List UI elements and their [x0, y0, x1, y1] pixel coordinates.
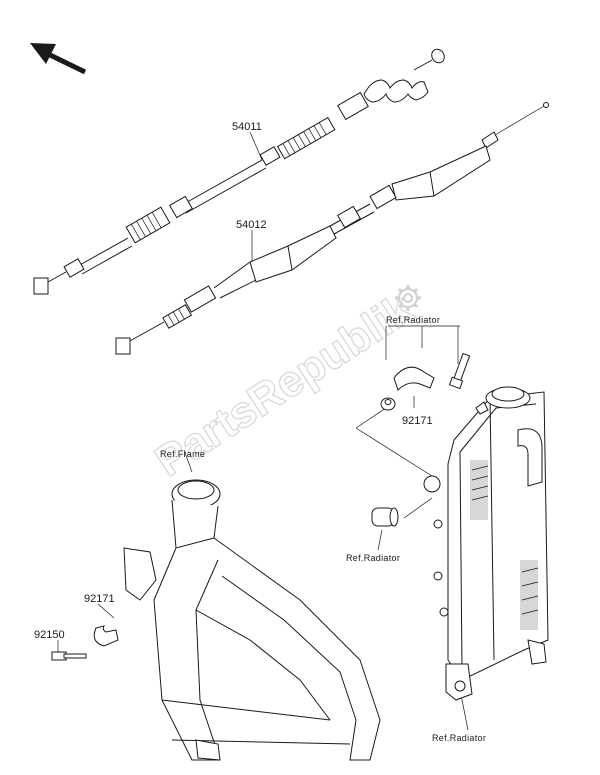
- leader-lines: [57, 131, 469, 731]
- gear-icon: [395, 285, 421, 311]
- grommet: [371, 507, 399, 527]
- part-number-54012: 54012: [236, 219, 267, 231]
- clamp-92171-right: [380, 352, 471, 411]
- bolt-92150: [51, 651, 87, 661]
- part-number-92150: 92150: [34, 629, 65, 641]
- clamp-92171-left: [93, 625, 119, 647]
- ref-radiator-top-label: Ref.Radiator: [386, 315, 440, 325]
- part-number-92171-right: 92171: [402, 415, 433, 427]
- ref-radiator-bottom-label: Ref.Radiator: [432, 733, 486, 743]
- frame: [123, 479, 381, 761]
- part-number-54011: 54011: [232, 121, 262, 133]
- cable-54012: [115, 102, 549, 355]
- part-number-92171-left: 92171: [84, 593, 115, 605]
- radiator-fins: [470, 460, 539, 630]
- front-direction-arrow-icon: [30, 43, 87, 75]
- radiator: [423, 386, 549, 701]
- ref-frame-label: Ref.Frame: [160, 449, 205, 459]
- cable-54011: [33, 48, 445, 295]
- ref-radiator-mid-label: Ref.Radiator: [346, 553, 400, 563]
